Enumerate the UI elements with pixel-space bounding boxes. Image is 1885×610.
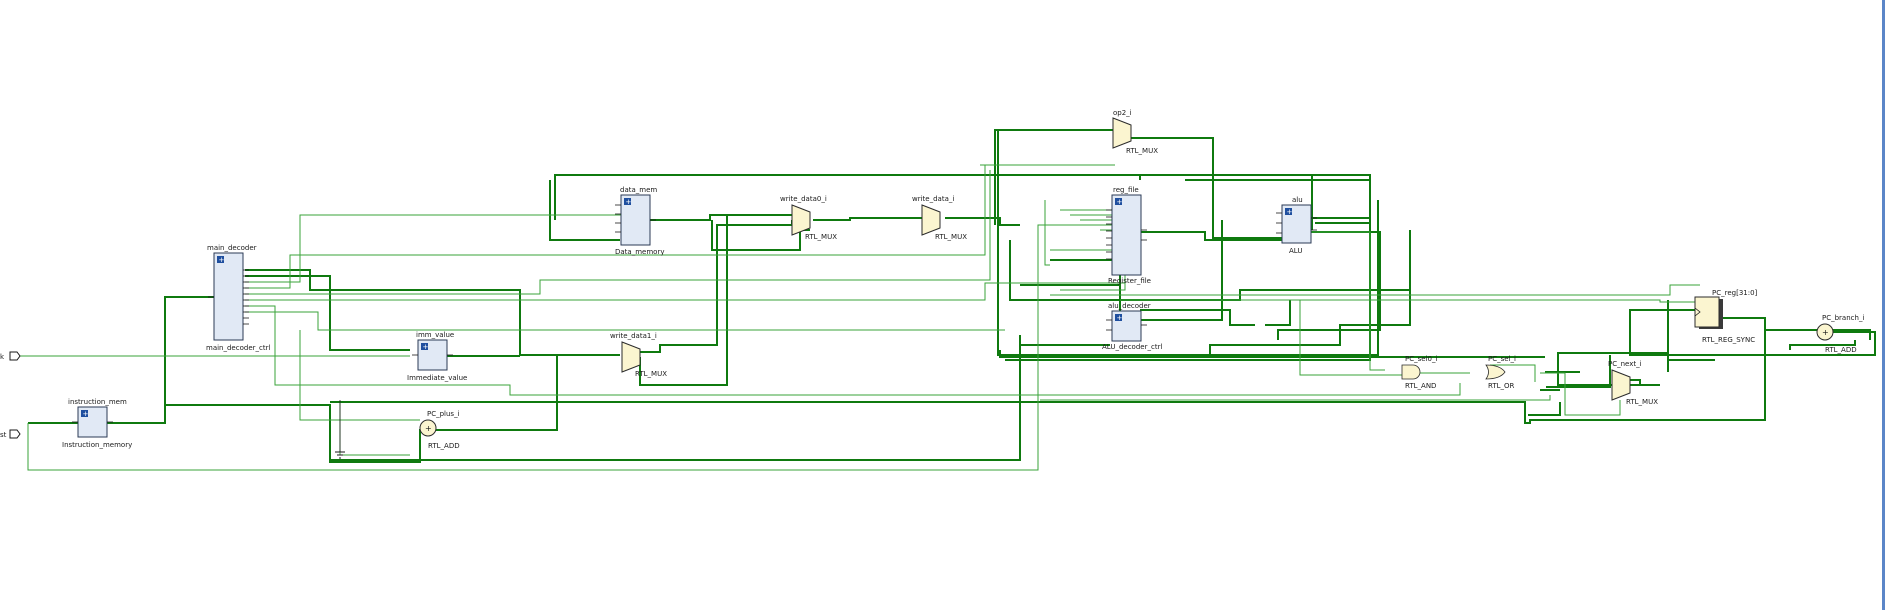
write-data-type: RTL_MUX [935,233,967,241]
imm-value-name: imm_value [416,331,454,339]
pc-sel-type: RTL_OR [1488,382,1515,390]
pc-next-type: RTL_MUX [1626,398,1658,406]
data-mem-type: Data_memory [615,248,664,256]
pc-plus-name: PC_plus_i [427,410,460,418]
instruction-mem-name: instruction_mem [68,398,127,406]
pc-branch-name: PC_branch_i [1822,314,1864,322]
op2-type: RTL_MUX [1126,147,1158,155]
clock-icon [1694,307,1701,317]
cell-data-mem[interactable]: data_mem + Data_memory [615,186,664,256]
expand-icon[interactable] [421,343,428,350]
cell-pc-next[interactable]: PC_next_i RTL_MUX [1608,360,1658,406]
viewport-edge [1882,0,1885,610]
port-clk[interactable]: k [0,351,21,361]
alu-name: alu [1292,196,1303,204]
pc-plus-adder [419,419,437,437]
pc-sel-name: PC_sel_i [1488,355,1516,363]
pc-sel0-type: RTL_AND [1405,382,1436,390]
pc-next-name: PC_next_i [1608,360,1642,368]
write-data0-mux [791,204,811,236]
data-mem-name: data_mem [620,186,657,194]
alu-decoder-name: alu_decoder [1108,302,1151,310]
cell-write-data1[interactable]: write_data1_i RTL_MUX [610,332,667,378]
cell-instruction-mem[interactable]: instruction_mem + Instruction_memory [62,398,132,449]
instruction-mem-type: Instruction_memory [62,441,132,449]
pc-reg-type: RTL_REG_SYNC [1702,336,1755,344]
pc-sel-or-gate [1485,364,1506,380]
expand-icon[interactable] [624,198,631,205]
expand-icon-glyph: + [423,343,429,351]
cell-pc-sel[interactable]: PC_sel_i RTL_OR [1485,355,1516,390]
write-data0-type: RTL_MUX [805,233,837,241]
pc-branch-type: RTL_ADD [1825,346,1857,354]
port-rst-shape [9,429,21,439]
write-data1-name: write_data1_i [610,332,657,340]
alu-type: ALU [1289,247,1302,255]
cell-alu[interactable]: alu + ALU [1281,196,1312,255]
pin-stubs [72,204,1317,423]
cell-pc-reg[interactable]: PC_reg[31:0] RTL_REG_SYNC [1694,289,1758,344]
pc-reg-box [1694,296,1720,328]
cell-main-decoder[interactable]: main_decoder + main_decoder_ctrl [206,244,270,352]
cell-pc-plus[interactable]: PC_plus_i + RTL_ADD [419,410,460,450]
main-decoder-box [213,252,244,341]
expand-icon-glyph: + [1117,198,1123,206]
write-data1-mux [621,341,641,373]
cell-write-data[interactable]: write_data_i RTL_MUX [912,195,967,241]
reg-file-box [1111,194,1142,276]
port-rst[interactable]: st [0,429,21,439]
write-data-mux [921,204,941,236]
pc-branch-adder [1816,323,1834,341]
pc-plus-type: RTL_ADD [428,442,460,450]
imm-value-type: Immediate_value [407,374,467,382]
op2-mux [1112,117,1132,149]
ground-icon [335,400,345,459]
reg-file-type: Register_file [1108,277,1151,285]
cell-pc-sel0[interactable]: PC_sel0_i RTL_AND [1401,355,1437,390]
wires [20,129,1876,471]
pc-next-mux [1611,369,1631,401]
write-data1-type: RTL_MUX [635,370,667,378]
cell-reg-file[interactable]: reg_file + Register_file [1108,186,1151,285]
cell-pc-branch[interactable]: PC_branch_i + RTL_ADD [1816,314,1864,354]
alu-decoder-type: ALU_decoder_ctrl [1102,343,1162,351]
write-data-name: write_data_i [912,195,954,203]
port-rst-label: st [0,431,7,439]
cell-alu-decoder[interactable]: alu_decoder + ALU_decoder_ctrl [1102,302,1162,351]
op2-name: op2_i [1113,109,1132,117]
pc-sel0-name: PC_sel0_i [1405,355,1437,363]
expand-icon-glyph: + [626,198,632,206]
plus-icon: + [1822,328,1829,337]
expand-icon-glyph: + [219,256,225,264]
write-data0-name: write_data0_i [780,195,827,203]
cell-op2[interactable]: op2_i RTL_MUX [1112,109,1158,155]
port-clk-label: k [0,353,5,361]
expand-icon[interactable] [1285,208,1292,215]
expand-icon[interactable] [81,410,88,417]
reg-file-name: reg_file [1113,186,1139,194]
cell-imm-value[interactable]: imm_value + Immediate_value [407,331,467,382]
cell-write-data0[interactable]: write_data0_i RTL_MUX [780,195,837,241]
expand-icon-glyph: + [1117,314,1123,322]
plus-icon: + [425,424,432,433]
main-decoder-name: main_decoder [207,244,257,252]
expand-icon-glyph: + [1287,208,1293,216]
pc-sel0-and-gate [1401,364,1421,380]
pc-reg-name: PC_reg[31:0] [1712,289,1758,297]
expand-icon[interactable] [1115,198,1122,205]
main-decoder-type: main_decoder_ctrl [206,344,270,352]
expand-icon[interactable] [1115,314,1122,321]
expand-icon-glyph: + [83,410,89,418]
expand-icon[interactable] [217,256,224,263]
port-clk-shape [9,351,21,361]
